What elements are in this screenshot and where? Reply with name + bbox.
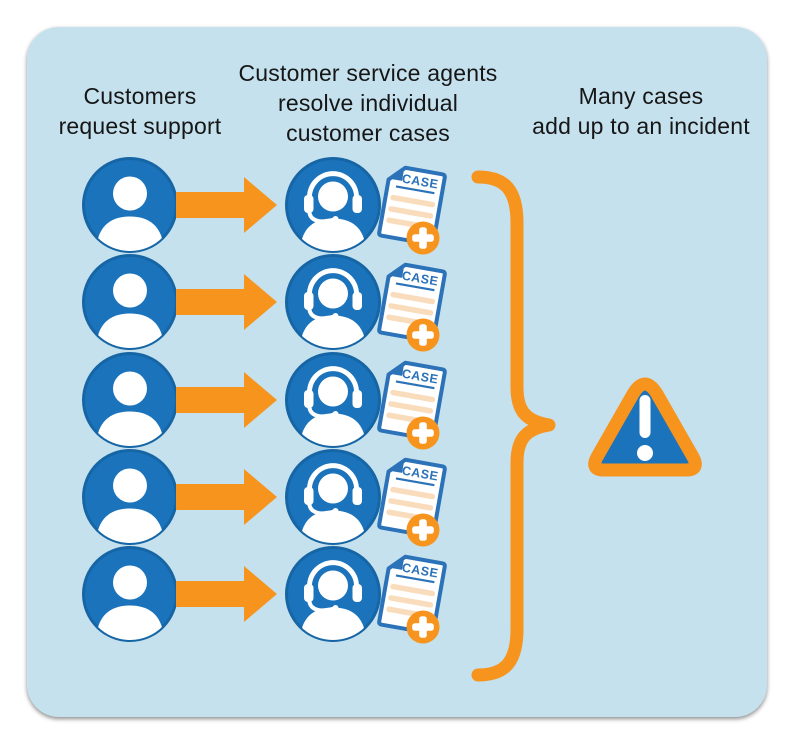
exclamation-bar [639,395,651,438]
arrow-right-icon [176,274,277,330]
plus-badge-icon [406,221,440,255]
support-agent-headset-icon [285,546,381,642]
column-header-agents: Customer service agents resolve individu… [238,60,498,146]
support-agent-headset-icon [285,449,381,545]
arrow-right-icon [176,177,277,233]
person-circle-icon [82,449,178,545]
arrow-right-icon [176,469,277,525]
person-circle-icon [82,254,178,350]
exclamation-dot [637,445,653,461]
plus-badge-icon [406,513,440,547]
person-circle-icon [82,352,178,448]
support-agent-headset-icon [285,254,381,350]
case-row [27,157,767,255]
case-row [27,546,767,644]
column-header-customers: Customers request support [58,83,222,139]
warning-triangle-icon [588,377,702,477]
plus-badge-icon [406,610,440,644]
plus-badge-icon [406,416,440,450]
support-agent-headset-icon [285,157,381,253]
arrow-right-icon [176,372,277,428]
incident-diagram-card: Customers request support Customer servi… [27,27,767,717]
person-circle-icon [82,546,178,642]
column-header-incident: Many cases add up to an incident [532,83,750,139]
person-circle-icon [82,157,178,253]
plus-badge-icon [406,318,440,352]
arrow-right-icon [176,566,277,622]
support-agent-headset-icon [285,352,381,448]
case-row [27,254,767,352]
